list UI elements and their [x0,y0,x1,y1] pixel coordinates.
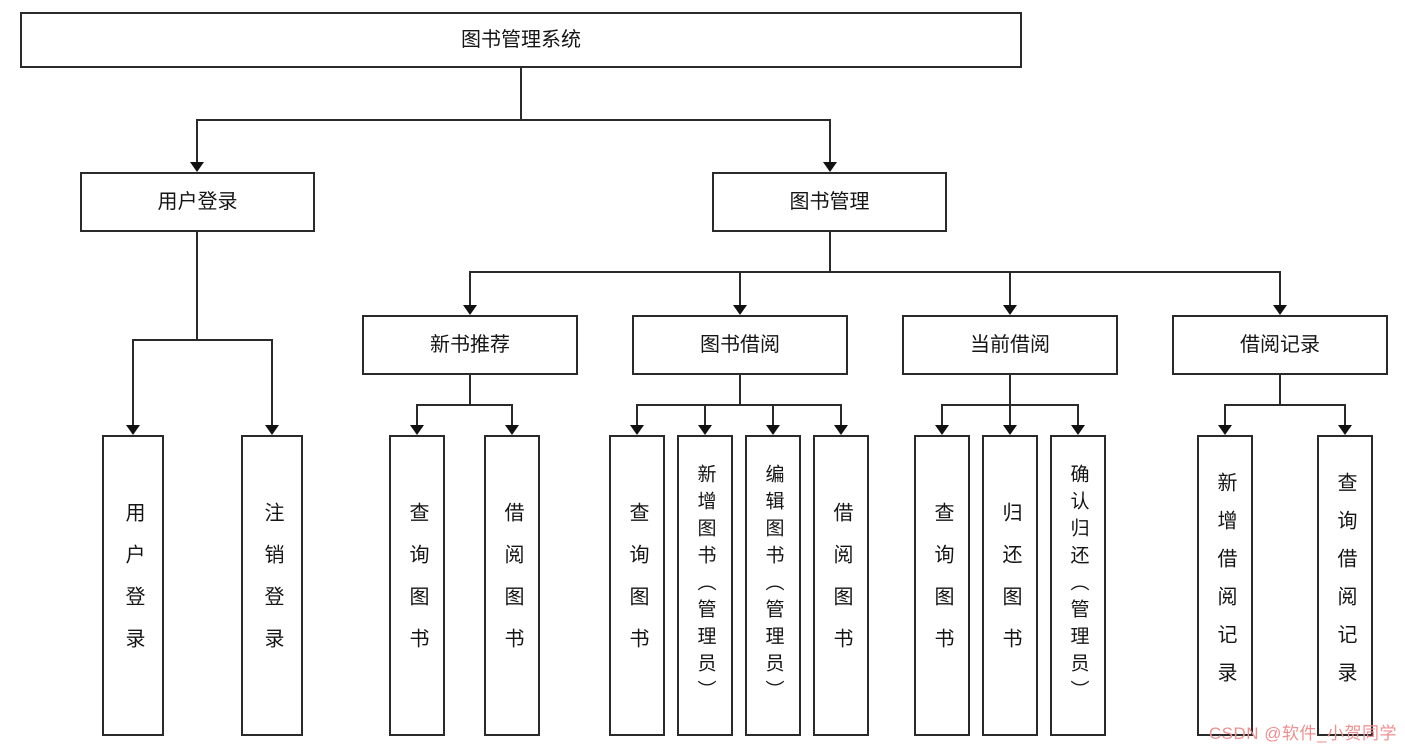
node-user-login: 用户登录 [80,172,315,232]
connector-line [196,232,198,340]
arrow-down-icon [505,425,519,435]
connector-line [196,119,198,163]
node-leaf-query-borrow-record: 查询借阅记录 [1317,435,1373,736]
connector-line [469,271,471,306]
arrow-down-icon [698,425,712,435]
node-book-management: 图书管理 [712,172,947,232]
watermark-text: CSDN @软件_小贺同学 [1208,724,1397,743]
node-library-system: 图书管理系统 [20,12,1022,68]
node-leaf-add-book-admin: 新增图书（管理员） [677,435,733,736]
connector-line [636,404,842,406]
node-leaf-borrow-book: 借阅图书 [813,435,869,736]
arrow-down-icon [834,425,848,435]
arrow-down-icon [1273,305,1287,315]
arrow-down-icon [265,425,279,435]
connector-line [941,404,943,426]
node-leaf-confirm-return-admin: 确认归还（管理员） [1050,435,1106,736]
connector-line [1077,404,1079,426]
node-leaf-edit-book-admin: 编辑图书（管理员） [745,435,801,736]
connector-line [520,68,522,120]
connector-line [1279,271,1281,306]
arrow-down-icon [733,305,747,315]
arrow-down-icon [190,162,204,172]
node-leaf-return-book: 归还图书 [982,435,1038,736]
connector-line [511,404,513,426]
connector-line [196,119,831,121]
connector-line [772,404,774,426]
node-current-borrow: 当前借阅 [902,315,1118,375]
connector-line [739,271,741,306]
node-leaf-query-book-current: 查询图书 [914,435,970,736]
node-leaf-query-book-borrow: 查询图书 [609,435,665,736]
connector-line [416,404,418,426]
connector-line [1009,271,1011,306]
connector-line [1009,375,1011,406]
arrow-down-icon [126,425,140,435]
arrow-down-icon [1003,425,1017,435]
node-borrow-record: 借阅记录 [1172,315,1388,375]
arrow-down-icon [410,425,424,435]
connector-line [1009,404,1011,426]
connector-line [271,339,273,426]
arrow-down-icon [630,425,644,435]
node-leaf-borrow-book-recommend: 借阅图书 [484,435,540,736]
arrow-down-icon [1338,425,1352,435]
connector-line [704,404,706,426]
connector-line [840,404,842,426]
node-new-book-recommend: 新书推荐 [362,315,578,375]
connector-line [469,271,1280,273]
connector-line [829,232,831,273]
node-leaf-query-book-recommend: 查询图书 [389,435,445,736]
connector-line [1279,375,1281,406]
connector-line [829,119,831,163]
node-leaf-logout: 注销登录 [241,435,303,736]
node-leaf-user-login: 用户登录 [102,435,164,736]
connector-line [1344,404,1346,426]
connector-line [636,404,638,426]
connector-line [132,339,273,341]
connector-line [739,375,741,406]
connector-line [1224,404,1346,406]
arrow-down-icon [1218,425,1232,435]
arrow-down-icon [766,425,780,435]
arrow-down-icon [823,162,837,172]
arrow-down-icon [1071,425,1085,435]
connector-line [132,339,134,426]
node-book-borrow: 图书借阅 [632,315,848,375]
arrow-down-icon [935,425,949,435]
arrow-down-icon [463,305,477,315]
connector-line [1224,404,1226,426]
connector-line [416,404,513,406]
arrow-down-icon [1003,305,1017,315]
connector-line [469,375,471,406]
node-leaf-add-borrow-record: 新增借阅记录 [1197,435,1253,736]
